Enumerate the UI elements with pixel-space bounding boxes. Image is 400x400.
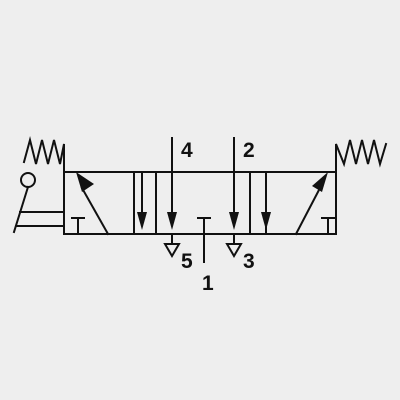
center-arrow-1-head [137, 212, 147, 230]
port-label-3: 3 [243, 250, 255, 273]
port-5-exhaust-triangle [163, 243, 181, 258]
actuator-roller [20, 172, 36, 188]
port-label-2: 2 [243, 139, 255, 162]
center-envelope-paths [137, 137, 271, 230]
center-arrow-4-head [261, 212, 271, 230]
left-flow-line [80, 186, 110, 236]
right-flow-arrowhead [312, 172, 328, 192]
actuator-lever [12, 185, 30, 234]
port-label-5: 5 [181, 250, 193, 273]
valve-envelope-center [133, 171, 267, 235]
port-lines [163, 217, 243, 263]
left-flow-arrowhead [76, 172, 94, 192]
spring-icon [335, 139, 388, 173]
center-arrow-3-head [229, 212, 239, 230]
port-label-4: 4 [181, 139, 193, 162]
center-arrow-2-head [167, 212, 177, 230]
right-envelope-paths [294, 172, 335, 236]
port-3-exhaust-triangle [225, 243, 243, 258]
left-envelope-paths [71, 172, 110, 236]
valve-envelope-left [63, 171, 135, 235]
valve-body [63, 171, 337, 235]
lever-roller-icon [12, 172, 65, 234]
spring-icon [22, 136, 65, 173]
port-label-1: 1 [202, 272, 214, 295]
right-flow-line [294, 186, 322, 236]
